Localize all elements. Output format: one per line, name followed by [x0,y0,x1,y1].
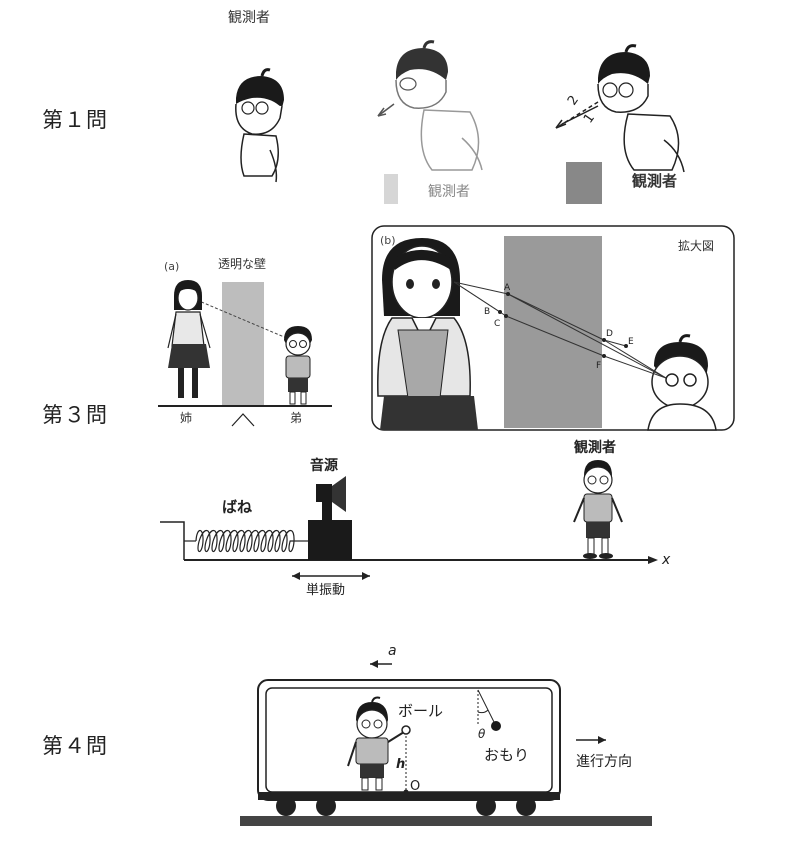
q4-wheel [316,796,336,816]
q3-brother-label: 弟 [290,411,302,425]
q4-accel-arrow [370,660,392,668]
q4-wheel [476,796,496,816]
q3-wall-base-mark [231,413,255,427]
q3-point-d: D [606,329,613,339]
q4-origin-point [403,789,409,795]
q4-wheel [516,796,536,816]
q3-point-e: E [628,337,634,347]
q3-spring [184,529,308,553]
q4-wheel [276,796,296,816]
q1-light-block [384,174,398,204]
q3-wall-caption: 透明な壁 [218,256,266,271]
q1-observer-mid-label: 観測者 [428,183,470,200]
q3-shm-label: 単振動 [306,582,345,598]
q3-panel-a-tag: (a) [164,260,179,273]
question-3-label: 第３問 [42,403,108,427]
q3-sound-source-label: 音源 [310,457,338,474]
q3-brother-figure [284,326,312,405]
q4-child-figure [347,696,405,791]
q4-direction-label: 進行方向 [576,754,632,770]
q1-observer-right [555,44,685,173]
q4-ball-label: ボール [398,702,443,720]
q4-height-label: h [396,757,405,772]
q3-transparent-wall [222,282,264,406]
q3-sister-zoom-figure [377,238,478,430]
q3-x-axis-arrow [648,556,658,564]
q3-point-b: B [484,307,490,317]
q3-zoom-caption: 拡大図 [678,239,714,253]
q3-wall-step [160,521,185,560]
q3-x-axis-label: x [661,552,671,568]
q3-zoom-rays [453,281,667,379]
q3-spring-label: ばね [222,498,252,516]
q3-sister-figure [167,280,211,398]
q4-pendulum [477,689,501,731]
q3-sight-line-a [191,297,297,343]
q4-rail [240,816,652,826]
q1-observer-middle [377,40,483,171]
q1-observer-top-label: 観測者 [228,9,270,26]
q1-dark-block [566,162,602,204]
q3-point-f: F [596,361,601,371]
q4-origin-label: O [410,779,420,794]
q3-point-a: A [504,283,511,293]
question-1-label: 第１問 [42,108,108,132]
q3-zoom-wall [504,236,602,428]
q4-ball [401,725,411,735]
q3-shm-arrow [292,572,370,580]
q1-observer-left [235,68,284,183]
q1-ray-2-label: 2 [565,93,582,108]
question-4-label: 第４問 [42,734,108,758]
q3-sound-source [308,476,352,560]
q3-point-c: C [494,319,500,329]
q1-ray-1-label: 1 [581,111,598,126]
q3-sister-label: 姉 [180,410,192,425]
q3-observer-label: 観測者 [574,439,616,456]
q3-panel-b-tag: (b) [380,234,396,247]
q4-bob-label: おもり [484,746,529,764]
q3-observer-figure [573,460,623,559]
q1-observer-right-label: 観測者 [632,172,677,190]
q4-accel-label: a [388,643,397,659]
q4-car-floor [258,792,560,800]
q4-theta-label: θ [478,727,486,741]
q3-brother-zoom-figure [647,334,717,431]
q4-direction-arrow [576,736,606,744]
